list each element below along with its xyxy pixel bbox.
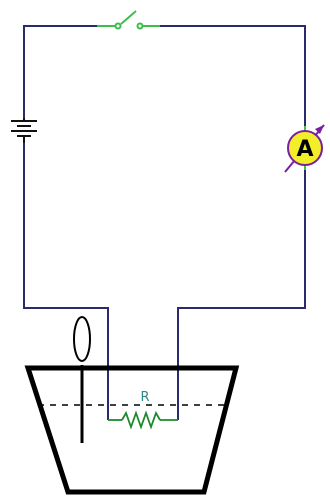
wires [23,25,306,420]
wire-top-right [160,25,306,126]
beaker [24,365,240,495]
ammeter-label: A [296,137,313,162]
resistor [108,410,178,430]
thermometer-icon [73,316,91,443]
ammeter-circle [287,130,323,166]
switch [97,10,160,30]
switch-contact-left [114,22,122,30]
resistor-zigzag [121,410,161,430]
ammeter-arrow-head [315,125,324,134]
wire-left-lower [23,143,109,420]
battery [11,118,37,143]
switch-contact-right [136,22,144,30]
wire-top-left [23,25,97,118]
switch-lever [120,10,137,25]
ammeter: A [284,124,325,173]
wire-right-lower [177,170,306,420]
resistor-label: R [140,390,149,405]
thermometer-bulb [73,316,91,362]
